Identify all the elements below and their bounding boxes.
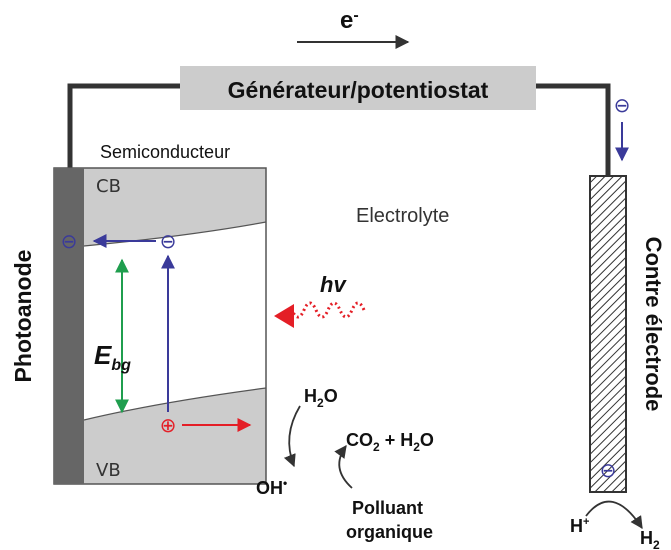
vb-label: VB bbox=[96, 460, 121, 481]
electron-flow-label: e- bbox=[340, 7, 359, 35]
band-gap-label: Ebg bbox=[94, 340, 131, 374]
electron-at-photoanode: ⊖ bbox=[61, 229, 78, 253]
semiconductor-label: Semiconducteur bbox=[100, 142, 230, 162]
hydroxyl-radical: OH• bbox=[256, 476, 287, 498]
valence-band bbox=[84, 388, 266, 484]
light-wave bbox=[290, 301, 366, 319]
hydrogen-gas: H2 bbox=[640, 528, 660, 550]
light-label: hv bbox=[320, 272, 347, 297]
proton: H+ bbox=[570, 516, 589, 536]
water-to-hydroxyl-arrow bbox=[283, 405, 301, 468]
electron-conduction-band: ⊖ bbox=[160, 229, 177, 253]
photoanode-bar bbox=[54, 168, 84, 484]
hydroxyl-to-products-arrow bbox=[334, 444, 353, 489]
oxidation-products: CO2 + H2O bbox=[346, 430, 434, 454]
cb-label: CB bbox=[96, 176, 121, 197]
pollutant-label-line1: Polluant bbox=[352, 498, 423, 518]
photoanode-label: Photoanode bbox=[10, 250, 36, 383]
pollutant-label-line2: organique bbox=[346, 522, 433, 542]
hole-valence-band: ⊕ bbox=[160, 413, 177, 437]
generator-label: Générateur/potentiostat bbox=[228, 77, 489, 103]
light-arrowhead bbox=[274, 304, 294, 328]
conduction-band bbox=[84, 168, 266, 246]
electron-on-wire: ⊖ bbox=[614, 93, 631, 117]
circuit-wire bbox=[67, 83, 611, 176]
reduction-arrow bbox=[585, 500, 643, 530]
water-molecule: H2O bbox=[304, 386, 338, 410]
counter-electrode-label: Contre électrode bbox=[641, 237, 666, 412]
counter-electrode bbox=[589, 175, 627, 493]
electrolyte-label: Electrolyte bbox=[356, 205, 449, 227]
generator-box bbox=[180, 66, 536, 110]
electron-at-counter-electrode: ⊖ bbox=[600, 458, 617, 482]
